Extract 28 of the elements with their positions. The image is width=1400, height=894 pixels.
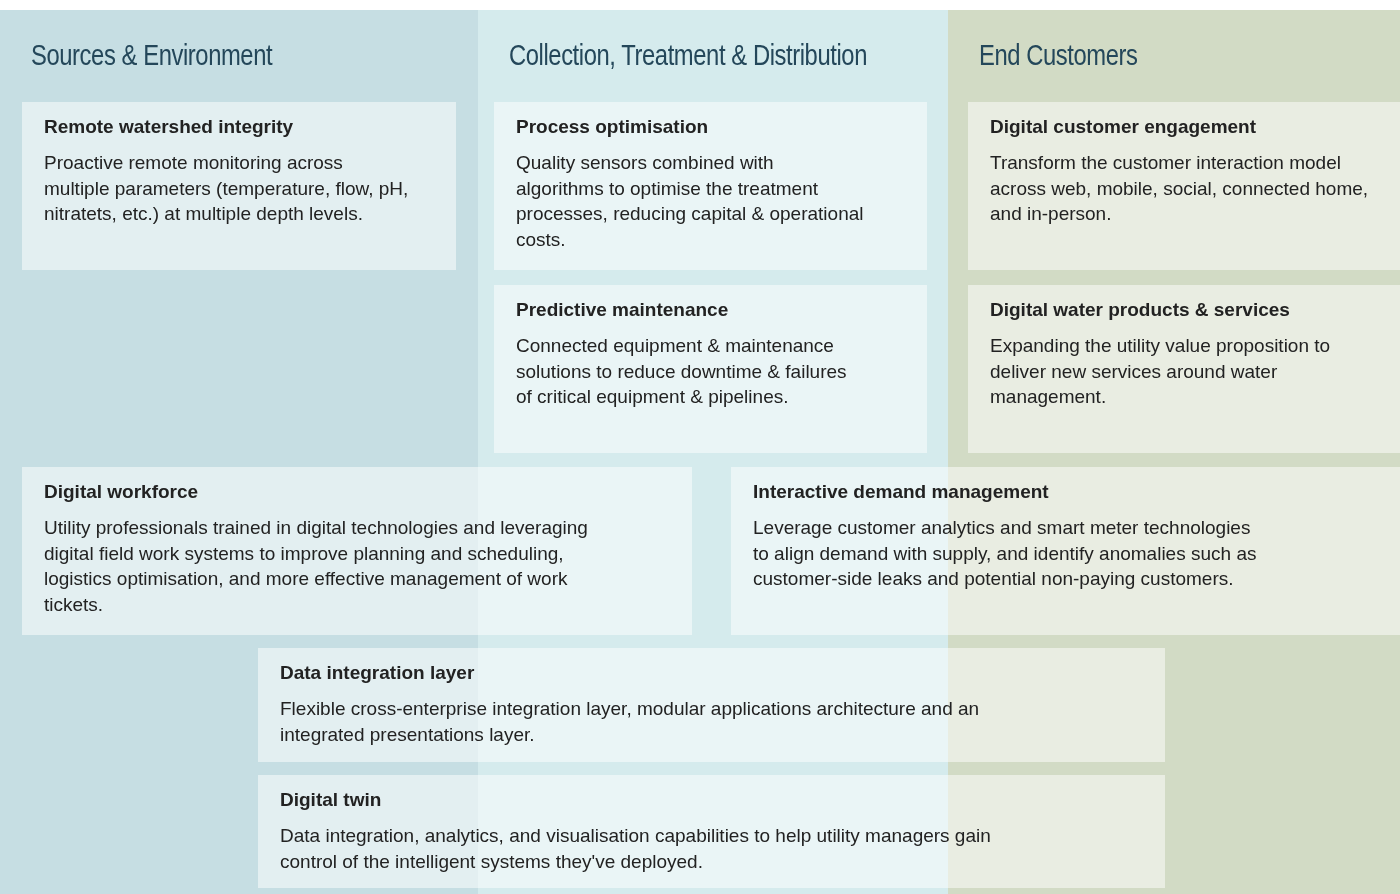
card-title: Interactive demand management [753,480,1050,504]
info-card [731,467,1400,635]
card-description: Data integration, analytics, and visualisation capabilities to help utility managers gain control of the intelligent systems they've deployed. [280,824,992,874]
card-title: Predictive maintenance [516,298,730,322]
info-card [968,285,1400,453]
card-description: Flexible cross-enterprise integration layer, modular applications architecture and an integrated presentations layer. [280,697,981,747]
card-title: Digital water products & services [990,298,1291,322]
card-description: Utility professionals trained in digital technologies and leveraging digital field work systems to improve planning and scheduling, logistics optimisation, and more effective management of work tickets. [44,516,589,617]
column-heading: End Customers [979,38,1138,73]
card-title: Data integration layer [280,661,476,685]
card-title: Digital twin [280,788,383,812]
card-title: Digital workforce [44,480,200,504]
card-description: Connected equipment & maintenance solutions to reduce downtime & failures of critical equipment & pipelines. [516,334,848,409]
info-card [258,648,1165,762]
column-heading: Collection, Treatment & Distribution [509,38,867,73]
card-title: Remote watershed integrity [44,115,295,139]
card-description: Expanding the utility value proposition to deliver new services around water management. [990,334,1332,409]
column-heading: Sources & Environment [31,38,273,73]
card-description: Proactive remote monitoring across multiple parameters (temperature, flow, pH, nitratets, etc.) at multiple depth levels. [44,151,409,226]
card-title: Process optimisation [516,115,710,139]
info-card [22,102,456,270]
card-description: Transform the customer interaction model across web, mobile, social, connected home, and in-person. [990,151,1370,226]
card-description: Quality sensors combined with algorithms to optimise the treatment processes, reducing capital & operational costs. [516,151,865,252]
card-description: Leverage customer analytics and smart meter technologies to align demand with supply, and identify anomalies such as customer-side leaks and potential non-paying customers. [753,516,1258,591]
card-title: Digital customer engagement [990,115,1258,139]
info-card [968,102,1400,270]
info-card [22,467,692,635]
info-card [258,775,1165,888]
